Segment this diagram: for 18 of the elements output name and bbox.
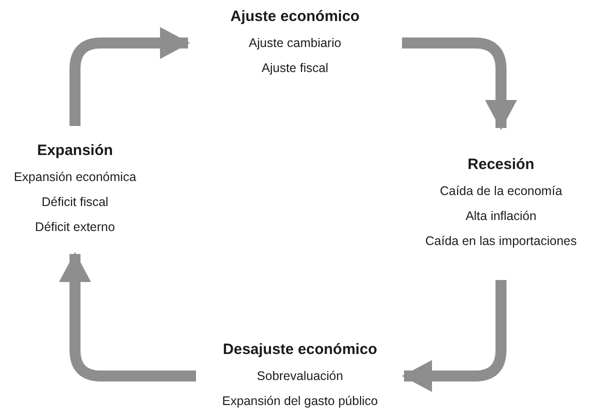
stage-heading: Desajuste económico — [222, 340, 378, 360]
stage-item: Alta inflación — [466, 208, 536, 225]
cycle-arrow — [402, 38, 517, 130]
stage-item: Expansión económica — [14, 169, 136, 186]
stage-item: Sobrevaluación — [256, 368, 344, 384]
stage-item: Déficit externo — [35, 219, 115, 236]
stage-item: Déficit fiscal — [42, 194, 108, 211]
stage-item: Ajuste fiscal — [262, 60, 328, 77]
stage-heading: Expansión — [37, 141, 113, 161]
cycle-arrow — [70, 27, 190, 126]
cycle-arrow — [59, 252, 196, 382]
stage-item: Caída de la economía — [440, 183, 562, 200]
stage-heading: Ajuste económico — [230, 6, 360, 26]
stage-item: Caída en las importaciones — [425, 233, 577, 250]
stage-item: Ajuste cambiario — [248, 34, 342, 52]
stage-heading: Recesión — [468, 155, 534, 175]
stage-item: Expansión del gasto público — [222, 392, 378, 410]
cycle-arrow — [402, 280, 506, 392]
